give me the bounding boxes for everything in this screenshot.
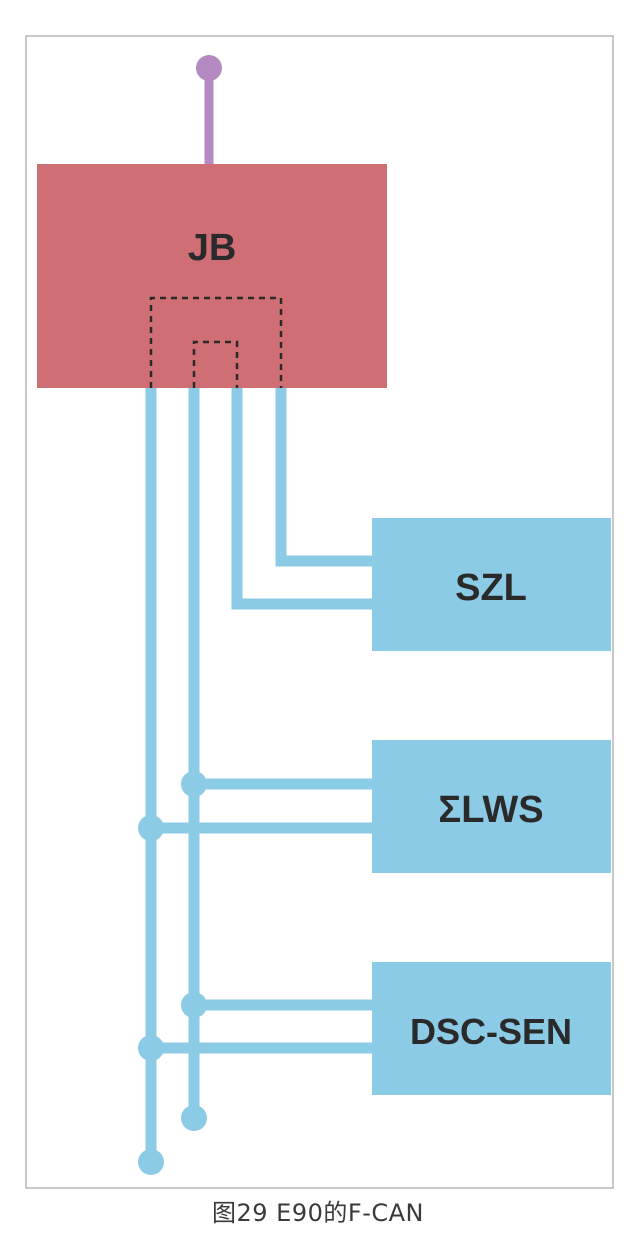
terminator-node bbox=[181, 1105, 207, 1131]
lws-box bbox=[372, 740, 611, 873]
junction-node bbox=[138, 815, 164, 841]
dsc-sen-box bbox=[372, 962, 611, 1095]
junction-nodes bbox=[138, 771, 207, 1175]
bus-line-d bbox=[275, 385, 372, 567]
jb-internal-wiring bbox=[149, 296, 283, 388]
szl-box bbox=[372, 518, 611, 651]
bus-lines bbox=[145, 385, 372, 1162]
junction-node bbox=[181, 771, 207, 797]
lws-label: ΣLWS bbox=[438, 789, 543, 831]
junction-node bbox=[138, 1035, 164, 1061]
junction-node bbox=[181, 992, 207, 1018]
szl-label: SZL bbox=[455, 567, 527, 609]
figure-caption: 图29 E90的F-CAN bbox=[212, 1199, 424, 1227]
antenna-knob bbox=[196, 55, 222, 81]
terminator-node bbox=[138, 1149, 164, 1175]
bus-line-c bbox=[231, 385, 372, 610]
dsc-sen-label: DSC-SEN bbox=[410, 1011, 572, 1052]
jb-box bbox=[37, 164, 387, 388]
jb-label: JB bbox=[188, 227, 237, 269]
